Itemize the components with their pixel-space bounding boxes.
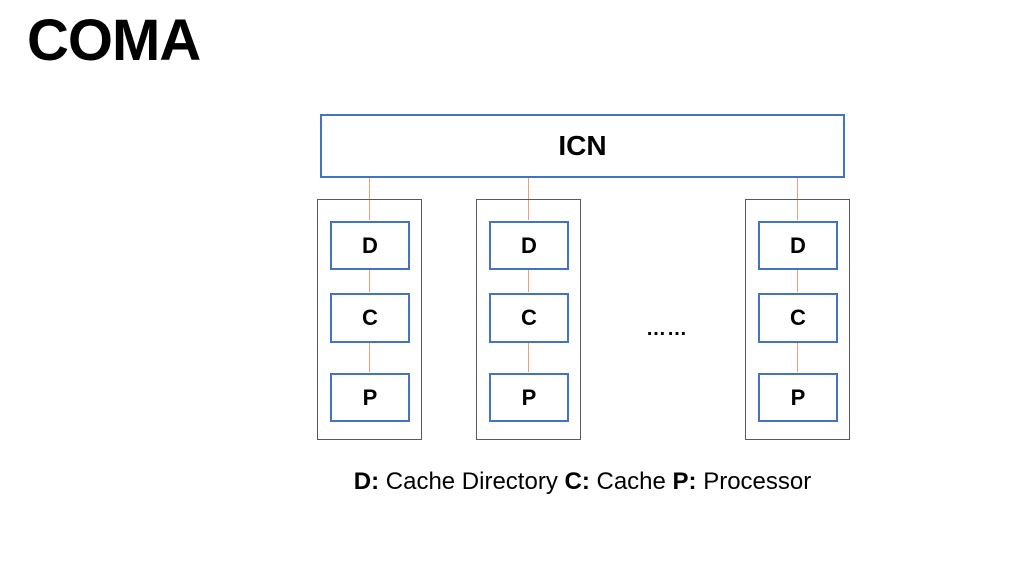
- cache-directory-label: D: [362, 232, 378, 258]
- cache-box: C: [758, 293, 838, 343]
- connector-d-c-node1: [368, 269, 370, 292]
- page-title: COMA: [27, 8, 201, 73]
- legend-key-p: P:: [672, 468, 697, 495]
- icn-label: ICN: [558, 130, 607, 161]
- legend-value-p: Processor: [696, 468, 812, 495]
- cache-directory-label: D: [521, 232, 537, 258]
- node-group-1: D C P: [317, 199, 422, 440]
- legend-key-d: D:: [353, 468, 380, 495]
- cache-label: C: [521, 305, 537, 330]
- connector-d-c-node3: [796, 269, 798, 292]
- processor-box: P: [758, 373, 838, 422]
- legend: D: Cache Directory C: Cache P: Processor: [320, 466, 845, 498]
- cache-directory-label: D: [790, 232, 806, 258]
- processor-label: P: [521, 384, 537, 410]
- node-group-2: D C P: [476, 199, 581, 440]
- processor-box: P: [489, 373, 569, 422]
- cache-box: C: [330, 293, 410, 343]
- cache-label: C: [362, 305, 378, 330]
- cache-directory-box: D: [489, 221, 569, 270]
- legend-value-d: Cache Directory: [379, 468, 565, 495]
- connector-c-p-node3: [796, 342, 798, 372]
- node-group-3: D C P: [745, 199, 850, 440]
- processor-label: P: [790, 384, 806, 410]
- cache-label: C: [790, 305, 806, 330]
- processor-label: P: [362, 384, 378, 410]
- connector-d-c-node2: [527, 269, 529, 292]
- legend-value-c: Cache: [589, 468, 673, 495]
- cache-directory-box: D: [758, 221, 838, 270]
- cache-box: C: [489, 293, 569, 343]
- processor-box: P: [330, 373, 410, 422]
- icn-box: ICN: [320, 114, 845, 178]
- legend-key-c: C:: [564, 468, 590, 495]
- connector-c-p-node2: [527, 342, 529, 372]
- cache-directory-box: D: [330, 221, 410, 270]
- connector-c-p-node1: [368, 342, 370, 372]
- ellipsis-more-nodes: ……: [646, 318, 688, 340]
